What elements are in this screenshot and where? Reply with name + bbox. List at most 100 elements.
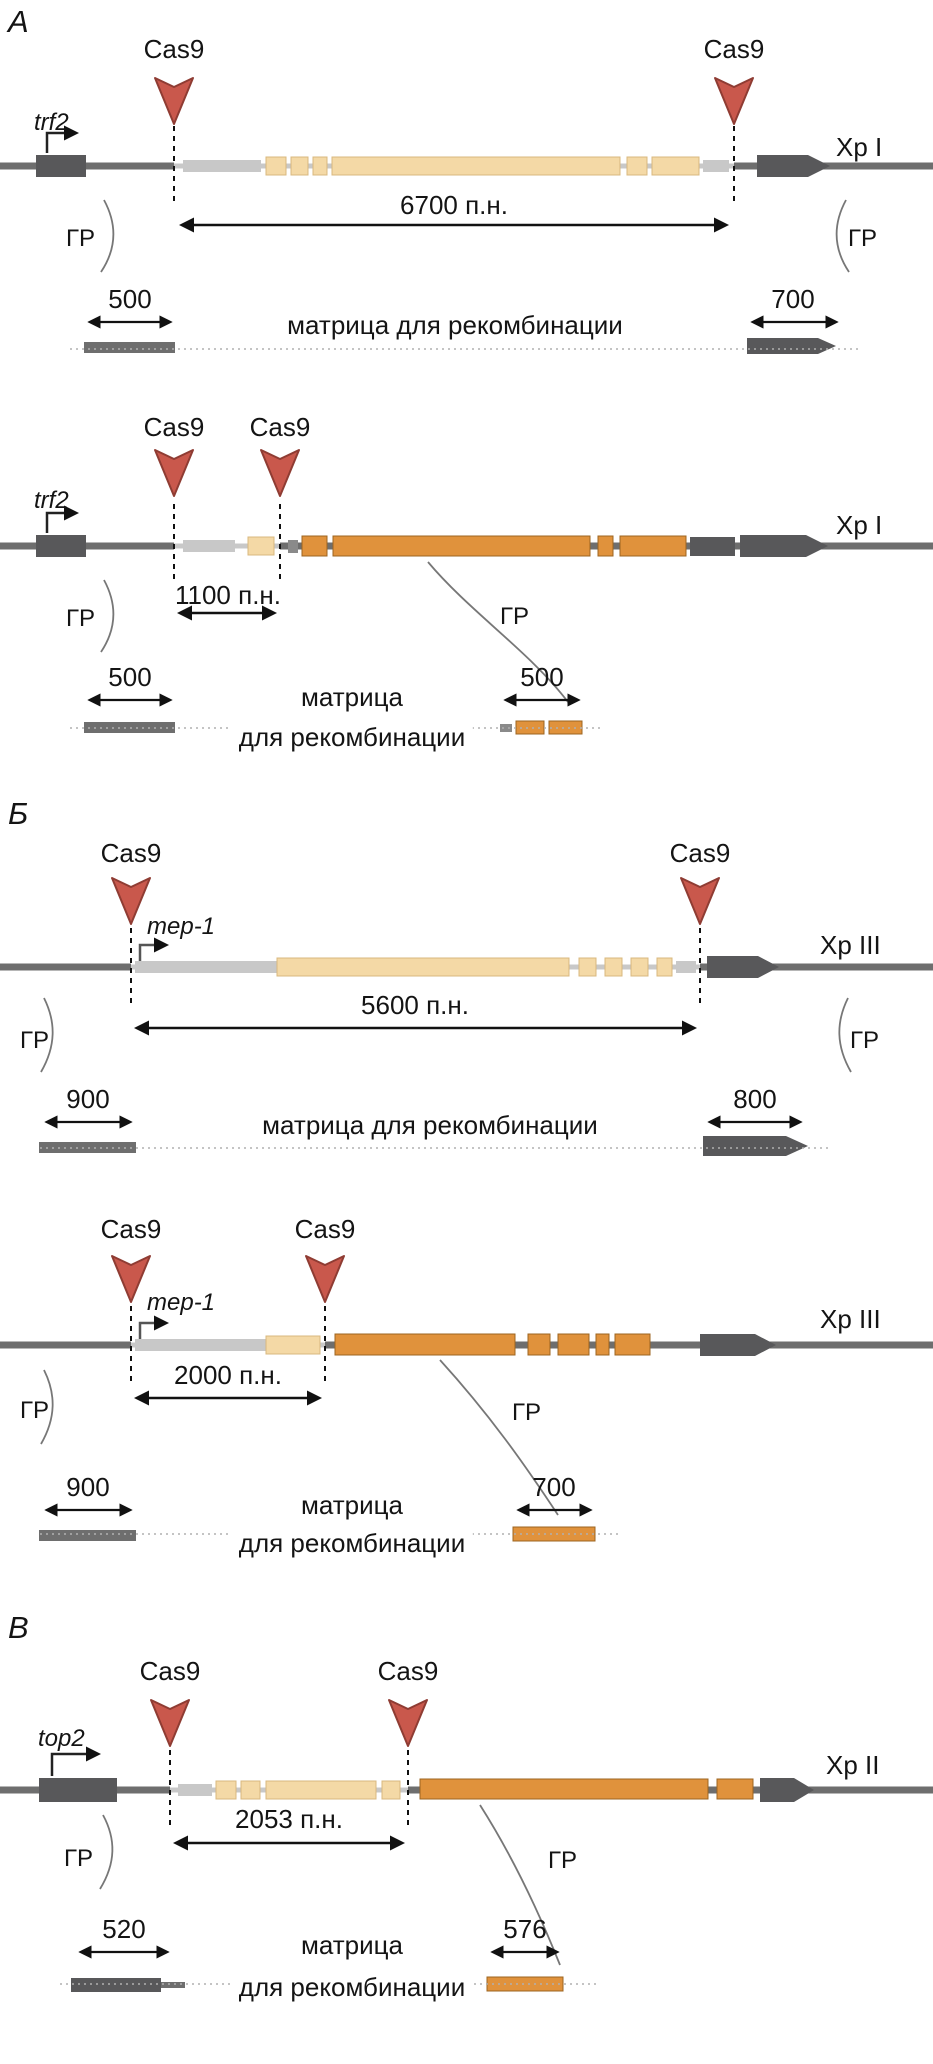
tagged-gene-boxes bbox=[419, 1778, 754, 1800]
utr-box bbox=[135, 1339, 266, 1351]
utr-box bbox=[135, 961, 277, 973]
chromosome-label: Хр III bbox=[820, 1304, 881, 1334]
gr-label: ГР bbox=[512, 1399, 542, 1426]
promoter-arrow-icon bbox=[138, 1315, 169, 1343]
promoter-arrow-icon bbox=[45, 505, 79, 533]
deletion-size-label: 2000 п.н. bbox=[174, 1360, 282, 1390]
homology-arm-bar bbox=[747, 338, 836, 354]
template-label: для рекомбинации bbox=[230, 1529, 474, 1558]
exon-box bbox=[247, 536, 275, 556]
exon-boxes bbox=[276, 957, 673, 977]
utr-box bbox=[703, 160, 729, 172]
gr-connector-curve bbox=[835, 199, 850, 273]
cas9-marker-icon bbox=[150, 1699, 190, 1747]
homology-arm-bar bbox=[39, 1142, 136, 1153]
gr-label: ГР bbox=[20, 1397, 50, 1424]
gr-connector-curve bbox=[100, 579, 115, 653]
gr-label: ГР bbox=[500, 603, 530, 630]
gene-label: trf2 bbox=[34, 109, 69, 136]
template-label: матрица bbox=[300, 1930, 404, 1960]
cas9-label: Cas9 bbox=[703, 34, 765, 64]
chromosome-label: Хр III bbox=[820, 930, 881, 960]
exon-boxes bbox=[215, 1780, 401, 1800]
panel-a-diagram-1 bbox=[0, 77, 933, 354]
panel-letter: Б bbox=[8, 796, 29, 831]
arm-length-label: 900 bbox=[66, 1084, 110, 1114]
arm-length-label: 800 bbox=[733, 1084, 777, 1114]
deletion-size-label: 2053 п.н. bbox=[235, 1804, 343, 1834]
deletion-size-label: 6700 п.н. bbox=[400, 190, 508, 220]
downstream-gene-arrow bbox=[760, 1778, 814, 1802]
panel-letter: В bbox=[8, 1610, 29, 1645]
cas9-label: Cas9 bbox=[100, 838, 162, 868]
utr-box bbox=[183, 540, 235, 552]
gr-label: ГР bbox=[850, 1027, 880, 1054]
panel-letter: А bbox=[8, 4, 29, 39]
arm-length-label: 500 bbox=[108, 284, 152, 314]
arm-length-label: 700 bbox=[771, 284, 815, 314]
gr-label: ГР bbox=[66, 605, 96, 632]
cas9-label: Cas9 bbox=[669, 838, 731, 868]
homology-arm-bar bbox=[703, 1136, 808, 1156]
homology-arm-bar bbox=[84, 722, 175, 733]
cas9-label: Cas9 bbox=[143, 412, 205, 442]
trf2-gene-box bbox=[36, 535, 86, 557]
gene-label: top2 bbox=[38, 1725, 85, 1752]
homology-arm-bar bbox=[161, 1982, 185, 1988]
cas9-marker-icon bbox=[260, 449, 300, 497]
template-label: для рекомбинации bbox=[230, 1973, 474, 2002]
cas9-label: Cas9 bbox=[143, 34, 205, 64]
gr-label: ГР bbox=[64, 1845, 94, 1872]
cas9-label: Cas9 bbox=[100, 1214, 162, 1244]
trf2-gene-box bbox=[36, 155, 86, 177]
exon-box bbox=[265, 1335, 321, 1355]
promoter-arrow-icon bbox=[45, 125, 79, 153]
gr-connector-curve bbox=[838, 997, 852, 1073]
cas9-marker-icon bbox=[154, 77, 194, 125]
homology-arm-bar bbox=[500, 724, 512, 732]
downstream-gene-arrow bbox=[707, 956, 779, 978]
homology-arm-bar bbox=[84, 342, 175, 353]
cas9-marker-icon bbox=[388, 1699, 428, 1747]
homology-arm-bar bbox=[71, 1978, 161, 1992]
chromosome-label: Хр I bbox=[836, 510, 883, 540]
gr-label: ГР bbox=[848, 225, 878, 252]
template-label: матрица для рекомбинации bbox=[287, 310, 623, 340]
template-label: для рекомбинации bbox=[230, 723, 474, 752]
top2-gene-box bbox=[39, 1778, 117, 1802]
panel-b-diagram-1 bbox=[0, 877, 933, 1156]
homology-arm-bar bbox=[548, 720, 583, 735]
gene-label: тер-1 bbox=[147, 913, 216, 940]
template-label: матрица bbox=[300, 682, 404, 712]
cas9-label: Cas9 bbox=[377, 1656, 439, 1686]
downstream-gene-arrow bbox=[757, 155, 830, 177]
gr-connector-curve bbox=[439, 1359, 559, 1516]
cas9-marker-icon bbox=[680, 877, 720, 925]
exon-boxes bbox=[265, 156, 700, 176]
utr-box bbox=[178, 1784, 212, 1796]
gr-connector-curve bbox=[99, 1814, 114, 1890]
cas9-label: Cas9 bbox=[294, 1214, 356, 1244]
gr-connector-curve bbox=[40, 1369, 54, 1445]
gr-label: ГР bbox=[548, 1847, 578, 1874]
tagged-gene-boxes bbox=[334, 1333, 651, 1356]
arm-length-label: 700 bbox=[532, 1472, 576, 1502]
gr-connector-curve bbox=[427, 561, 569, 703]
downstream-gene-arrow bbox=[700, 1334, 776, 1356]
gene-label: тер-1 bbox=[147, 1289, 216, 1316]
terminator-box bbox=[690, 537, 735, 556]
linker-box bbox=[288, 540, 298, 553]
arm-length-label: 576 bbox=[503, 1914, 547, 1944]
tagged-gene-boxes bbox=[301, 535, 687, 557]
panel-c-diagram bbox=[0, 1699, 933, 1992]
deletion-size-label: 1100 п.н. bbox=[174, 580, 282, 610]
arm-length-label: 500 bbox=[108, 662, 152, 692]
gene-label: trf2 bbox=[34, 487, 69, 514]
downstream-gene-arrow bbox=[740, 535, 828, 557]
template-label: матрица для рекомбинации bbox=[262, 1110, 598, 1140]
homology-arm-bar bbox=[39, 1530, 136, 1541]
cas9-marker-icon bbox=[111, 877, 151, 925]
gr-connector-curve bbox=[100, 199, 115, 273]
